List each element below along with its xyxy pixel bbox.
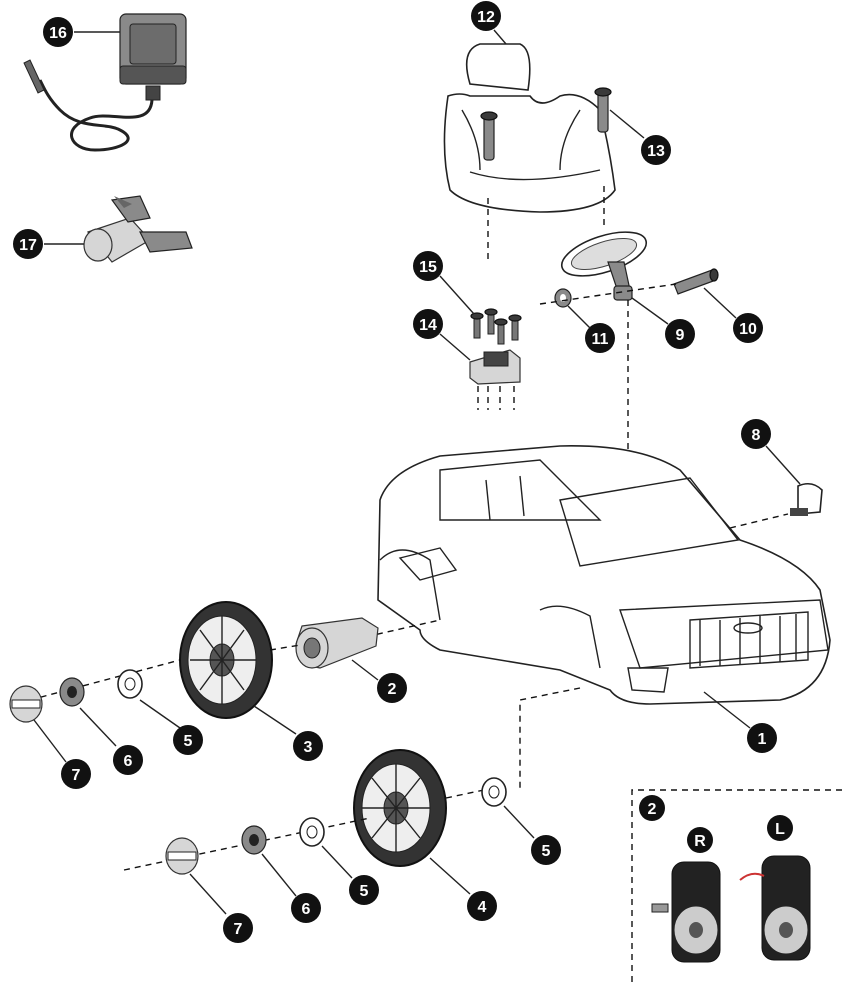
left-side-label: L <box>767 815 793 841</box>
svg-text:12: 12 <box>477 9 495 26</box>
svg-text:7: 7 <box>72 767 81 784</box>
svg-text:1: 1 <box>758 731 767 748</box>
svg-text:R: R <box>694 833 706 850</box>
svg-text:5: 5 <box>542 843 551 860</box>
callout-6: 6 <box>291 893 321 923</box>
wheel-icon <box>179 601 273 719</box>
car-body-icon <box>377 445 831 705</box>
gearbox-icon <box>295 617 379 669</box>
svg-text:4: 4 <box>478 899 487 916</box>
svg-text:7: 7 <box>234 921 243 938</box>
nut-icon <box>554 288 572 308</box>
callout-15: 15 <box>413 251 443 281</box>
svg-text:L: L <box>775 821 785 838</box>
charger-icon <box>23 13 187 152</box>
bracket-icon <box>469 349 521 385</box>
callout-7: 7 <box>61 759 91 789</box>
hex-nut-icon <box>241 825 267 855</box>
inset-number-badge: 2 <box>639 795 665 821</box>
svg-text:16: 16 <box>49 25 67 42</box>
gearbox-motor-icon <box>651 855 811 963</box>
callout-12: 12 <box>471 1 501 31</box>
callout-5: 5 <box>349 875 379 905</box>
svg-text:17: 17 <box>19 237 37 254</box>
svg-text:11: 11 <box>592 331 609 348</box>
callout-17: 17 <box>13 229 43 259</box>
svg-text:5: 5 <box>184 733 193 750</box>
callout-8: 8 <box>741 419 771 449</box>
callout-6: 6 <box>113 745 143 775</box>
svg-text:6: 6 <box>124 753 133 770</box>
washer-icon <box>299 817 325 847</box>
svg-text:15: 15 <box>419 259 437 276</box>
svg-text:13: 13 <box>647 143 665 160</box>
wrench-icon <box>83 195 193 263</box>
svg-text:9: 9 <box>676 327 685 344</box>
callout-2: 2 <box>377 673 407 703</box>
svg-text:8: 8 <box>752 427 761 444</box>
callout-9: 9 <box>665 319 695 349</box>
mirror-icon <box>790 482 823 516</box>
hub-cap-icon <box>165 837 199 875</box>
svg-text:10: 10 <box>739 321 757 338</box>
callout-10: 10 <box>733 313 763 343</box>
screws-icon <box>470 308 522 345</box>
svg-text:2: 2 <box>648 801 657 818</box>
callout-5: 5 <box>173 725 203 755</box>
svg-text:2: 2 <box>388 681 397 698</box>
callout-1: 1 <box>747 723 777 753</box>
hex-nut-icon <box>59 677 85 707</box>
callout-16: 16 <box>43 17 73 47</box>
wheel-icon <box>353 749 447 867</box>
washer-icon <box>481 777 507 807</box>
washer-icon <box>117 669 143 699</box>
svg-text:3: 3 <box>304 739 313 756</box>
svg-text:6: 6 <box>302 901 311 918</box>
svg-text:5: 5 <box>360 883 369 900</box>
callout-11: 11 <box>585 323 615 353</box>
callout-14: 14 <box>413 309 443 339</box>
svg-text:14: 14 <box>419 317 437 334</box>
callout-3: 3 <box>293 731 323 761</box>
callout-5: 5 <box>531 835 561 865</box>
callout-7: 7 <box>223 913 253 943</box>
bolt-icon <box>594 87 612 133</box>
steering-wheel-icon <box>560 231 648 301</box>
callout-13: 13 <box>641 135 671 165</box>
shaft-icon <box>673 268 719 295</box>
hub-cap-icon <box>9 685 43 723</box>
callout-4: 4 <box>467 891 497 921</box>
right-side-label: R <box>687 827 713 853</box>
seat-icon <box>443 43 616 213</box>
